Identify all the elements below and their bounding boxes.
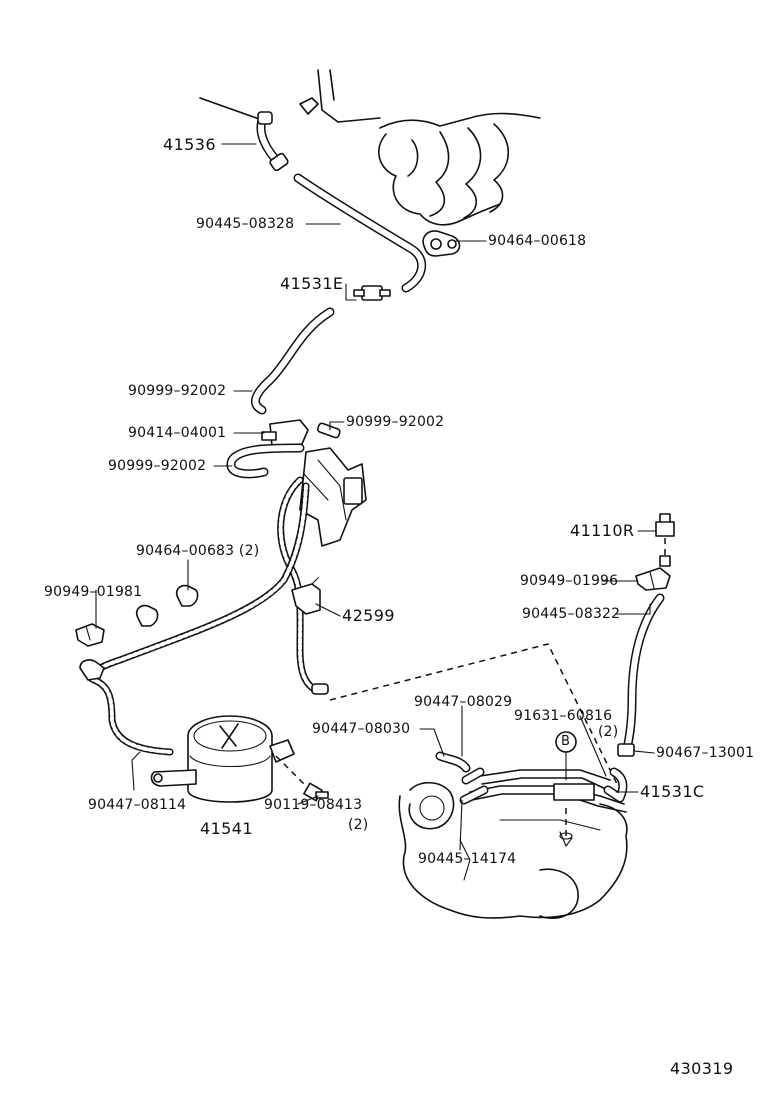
vsv-bracket [299,447,367,547]
bolt-90119-08413 [275,755,329,802]
label-90999-92002-upper: 90999–92002 [128,383,227,399]
marker-b-letter: B [561,734,571,749]
label-91631-60816: 91631–60816 [514,708,613,724]
hose-90445-08328 [293,173,426,293]
label-90464-00618: 90464–00618 [488,233,587,249]
clamp-90464-00618 [422,230,461,257]
label-90119-08413: 90119–08413 [264,797,363,813]
vacuum-tank-41541 [150,715,295,803]
label-41531C: 41531C [640,782,705,801]
label-90464-00683: 90464–00683 (2) [136,543,260,559]
label-41110R: 41110R [570,521,635,540]
elbow-hose-41536 [256,111,289,172]
label-90467-13001: 90467–13001 [656,745,755,761]
clip-90949-01981 [75,623,105,647]
clip-90949-01996 [635,567,671,591]
hose-90999-92002-lower [226,443,305,479]
wire-harness [79,476,329,756]
hose-90445-08322 [623,593,665,749]
check-valve-41110R [655,513,675,567]
marker-b-hole [559,832,573,840]
hose-90999-92002-upper [251,307,335,415]
label-90119-08413-qty: (2) [348,817,369,833]
label-90447-08029: 90447–08029 [414,694,513,710]
label-91631-60816-qty: (2) [598,724,619,740]
label-41541: 41541 [200,819,253,838]
connection-dashed-line [329,643,621,791]
label-90949-01981: 90949–01981 [44,584,143,600]
fitting-90467-13001 [617,743,635,757]
vsv-connector-90414-04001 [261,419,341,447]
label-90949-01996: 90949–01996 [520,573,619,589]
label-41531E: 41531E [280,274,344,293]
bracket-42599 [291,577,321,615]
label-90447-08114: 90447–08114 [88,797,187,813]
label-90445-08322: 90445–08322 [522,606,621,622]
pipe-assembly-41531C [469,767,628,813]
label-90414-04001: 90414–04001 [128,425,227,441]
label-90999-92002-right: 90999–92002 [346,414,445,430]
clamp-90464-00683 [135,584,199,627]
label-90445-14174: 90445–14174 [418,851,517,867]
label-41536: 41536 [163,135,216,154]
small-hoses [435,751,489,805]
engine-block [398,781,628,920]
label-90999-92002-lower: 90999–92002 [108,458,207,474]
label-42599: 42599 [342,606,395,625]
figure-number: 430319 [670,1059,734,1078]
fitting-41531E [353,285,391,301]
label-90447-08030: 90447–08030 [312,721,411,737]
leader-lines [95,143,657,851]
label-90445-08328: 90445–08328 [196,216,295,232]
intake-manifold [199,69,541,226]
